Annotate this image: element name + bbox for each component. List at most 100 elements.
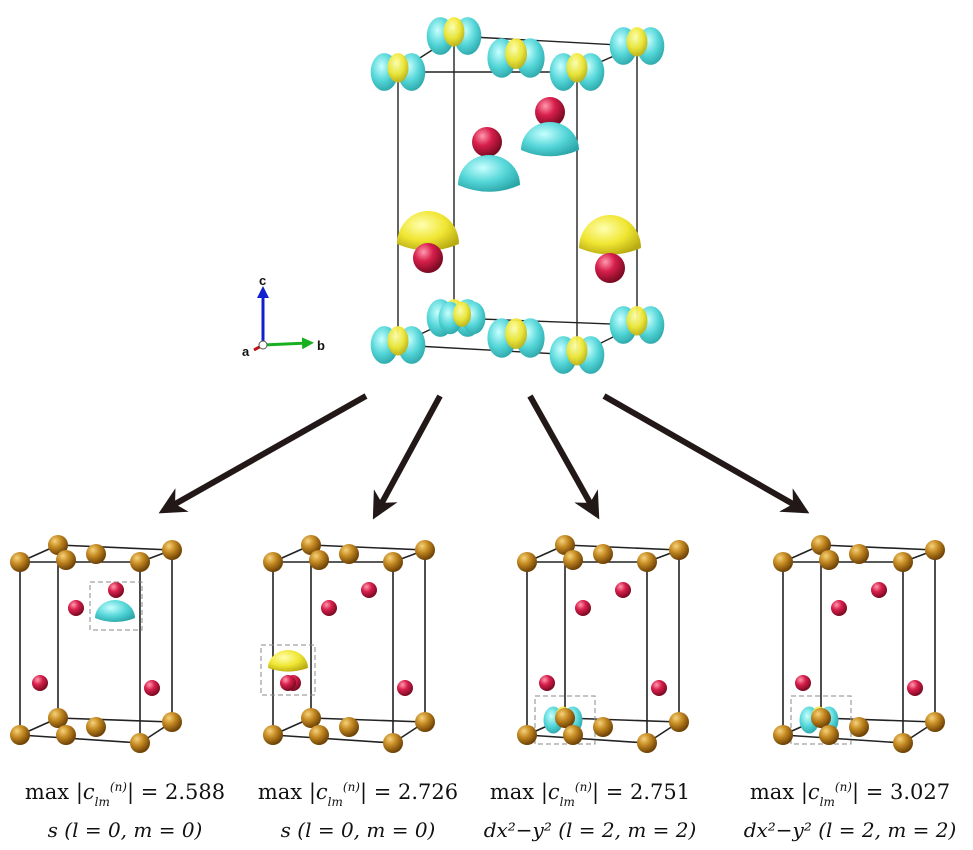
cyan-lobe	[95, 600, 135, 623]
cu-atom	[86, 544, 106, 564]
o-atom	[831, 600, 847, 616]
o-atom	[397, 680, 413, 696]
highlight-box	[534, 695, 596, 745]
cell-edge	[564, 544, 680, 551]
cu-atom	[10, 725, 30, 745]
axis-a-label: a	[242, 344, 250, 359]
arrow-2	[372, 394, 443, 520]
panel-1-orbital: s	[47, 818, 58, 843]
highlight-box	[790, 695, 852, 745]
o-atom	[472, 127, 502, 157]
cu-atom	[563, 550, 583, 570]
cell-edge	[310, 717, 426, 723]
cell-edge	[272, 734, 394, 744]
cu-d-orbital	[549, 336, 605, 374]
o-atom	[535, 97, 565, 127]
cu-atom	[637, 733, 657, 753]
cu-atom	[48, 535, 68, 555]
cu-atom	[811, 535, 831, 555]
highlight-box	[89, 581, 143, 631]
cell-edge	[453, 35, 638, 47]
cu-d-orbital	[370, 326, 426, 364]
axis-b-label: b	[317, 338, 325, 353]
panel-1-quantum-numbers: (l = 0, m = 0)	[64, 818, 203, 843]
panel-2-quantum-numbers: (l = 0, m = 0)	[297, 818, 436, 843]
cu-atom	[309, 725, 329, 745]
o-atom	[32, 675, 48, 691]
cell-edge	[820, 717, 936, 723]
cell-edge	[57, 717, 173, 723]
yellow-lobe	[626, 306, 648, 336]
o-atom	[280, 675, 296, 691]
cu-atom	[263, 552, 283, 572]
panel-4-orbital: dx²−y²	[743, 818, 812, 843]
o-atom	[575, 600, 591, 616]
panel-3-structure	[517, 535, 689, 753]
cell-edge	[526, 734, 648, 744]
arrow-1	[158, 393, 368, 514]
panel-3-quantum-numbers: (l = 2, m = 2)	[558, 818, 697, 843]
yellow-lobe	[626, 27, 648, 57]
panel-2-max-value: 2.726	[398, 780, 459, 804]
cu-atom	[893, 733, 913, 753]
cu-atom	[555, 535, 575, 555]
yellow-lobe	[566, 53, 588, 83]
axis-indicator: c a b	[242, 273, 325, 359]
o-atom	[68, 600, 84, 616]
cu-atom	[669, 540, 689, 560]
cu-d-orbital	[487, 38, 545, 78]
cell-edge	[564, 717, 680, 723]
cu-atom	[162, 540, 182, 560]
panel-4-structure	[773, 535, 945, 753]
cu-atom	[811, 708, 831, 728]
cu-atom	[637, 552, 657, 572]
panel-2-caption: max |clm(n)| = 2.726 s (l = 0, m = 0)	[257, 780, 459, 843]
yellow-lobe	[453, 301, 471, 327]
cu-d-orbital	[549, 53, 605, 91]
decomposition-arrows	[158, 393, 810, 520]
o-atom	[907, 680, 923, 696]
o-atom	[321, 600, 337, 616]
cu-d-orbital	[438, 301, 486, 335]
cu-atom	[301, 708, 321, 728]
cu-atom	[10, 552, 30, 572]
yellow-lobe	[579, 215, 641, 255]
cu-d-orbital	[370, 53, 426, 91]
cyan-lobe	[521, 122, 579, 157]
cu-atom	[555, 708, 575, 728]
cell-edge	[57, 544, 173, 551]
o-atom	[108, 582, 124, 598]
highlight-box	[260, 644, 316, 696]
cu-d-orbital	[426, 17, 482, 55]
axis-c-label: c	[259, 273, 266, 288]
cu-atom	[263, 725, 283, 745]
o-atom	[595, 253, 625, 283]
cell-edge	[782, 734, 904, 744]
panel-1-structure	[10, 535, 182, 753]
panel-1-caption: max |clm(n)| = 2.588 s (l = 0, m = 0)	[24, 780, 226, 843]
o-atom	[871, 582, 887, 598]
cu-atom	[773, 552, 793, 572]
o-atom	[615, 582, 631, 598]
cu-atom	[593, 717, 613, 737]
cu-atom	[301, 535, 321, 555]
cu-atom	[415, 712, 435, 732]
o-atom	[413, 243, 443, 273]
cu-atom	[773, 725, 793, 745]
cell-edge	[820, 544, 936, 551]
cell-edge	[19, 734, 141, 744]
panel-3-orbital: dx²−y²	[483, 818, 552, 843]
panel-4-quantum-numbers: (l = 2, m = 2)	[818, 818, 957, 843]
cu-atom	[130, 733, 150, 753]
panel-4-caption: max |clm(n)| = 3.027 dx²−y² (l = 2, m = …	[743, 780, 957, 843]
cu-atom	[415, 540, 435, 560]
panel-3-max-value: 2.751	[630, 780, 691, 804]
cu-atom	[48, 708, 68, 728]
cu-d-orbital	[609, 27, 665, 65]
o-atom	[361, 582, 377, 598]
cu-atom	[56, 725, 76, 745]
yellow-lobe	[443, 17, 465, 47]
cu-atom	[339, 717, 359, 737]
cu-atom	[383, 552, 403, 572]
